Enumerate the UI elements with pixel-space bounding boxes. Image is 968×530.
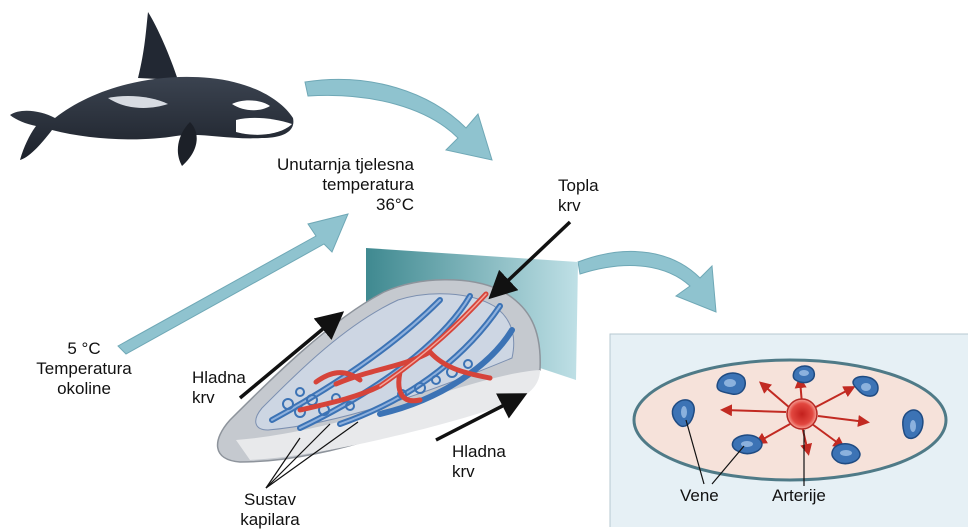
ambient-temp-line-3: okoline bbox=[24, 379, 144, 399]
core-temperature-label: Unutarnja tjelesna temperatura 36°C bbox=[214, 155, 414, 215]
cold-blood-label-left: Hladna krv bbox=[192, 368, 246, 408]
curved-arrow-to-section bbox=[578, 251, 716, 312]
warm-blood-line-2: krv bbox=[558, 196, 599, 216]
cold-blood-left-line-1: Hladna bbox=[192, 368, 246, 388]
warm-blood-line-1: Topla bbox=[558, 176, 599, 196]
ambient-temperature-label: 5 °C Temperatura okoline bbox=[24, 339, 144, 399]
capillary-line-1: Sustav bbox=[220, 490, 320, 510]
core-temp-line-1: Unutarnja tjelesna bbox=[214, 155, 414, 175]
capillary-line-2: kapilara bbox=[220, 510, 320, 530]
curved-arrow-to-fin bbox=[305, 79, 492, 160]
cold-blood-label-right: Hladna krv bbox=[452, 442, 506, 482]
cold-blood-right-line-1: Hladna bbox=[452, 442, 506, 462]
ambient-temp-line-2: Temperatura bbox=[24, 359, 144, 379]
warm-blood-label: Topla krv bbox=[558, 176, 599, 216]
arteries-label: Arterije bbox=[772, 486, 826, 506]
veins-label: Vene bbox=[680, 486, 719, 506]
artery-cross-section bbox=[787, 399, 817, 429]
cold-blood-right-line-2: krv bbox=[452, 462, 506, 482]
ambient-temp-line-1: 5 °C bbox=[24, 339, 144, 359]
core-temp-line-3: 36°C bbox=[214, 195, 414, 215]
capillary-system-label: Sustav kapilara bbox=[220, 490, 320, 530]
temperature-arrow bbox=[118, 214, 348, 354]
core-temp-line-2: temperatura bbox=[214, 175, 414, 195]
orca-illustration bbox=[10, 12, 293, 166]
fin-cutaway bbox=[218, 248, 578, 462]
cold-blood-left-line-2: krv bbox=[192, 388, 246, 408]
